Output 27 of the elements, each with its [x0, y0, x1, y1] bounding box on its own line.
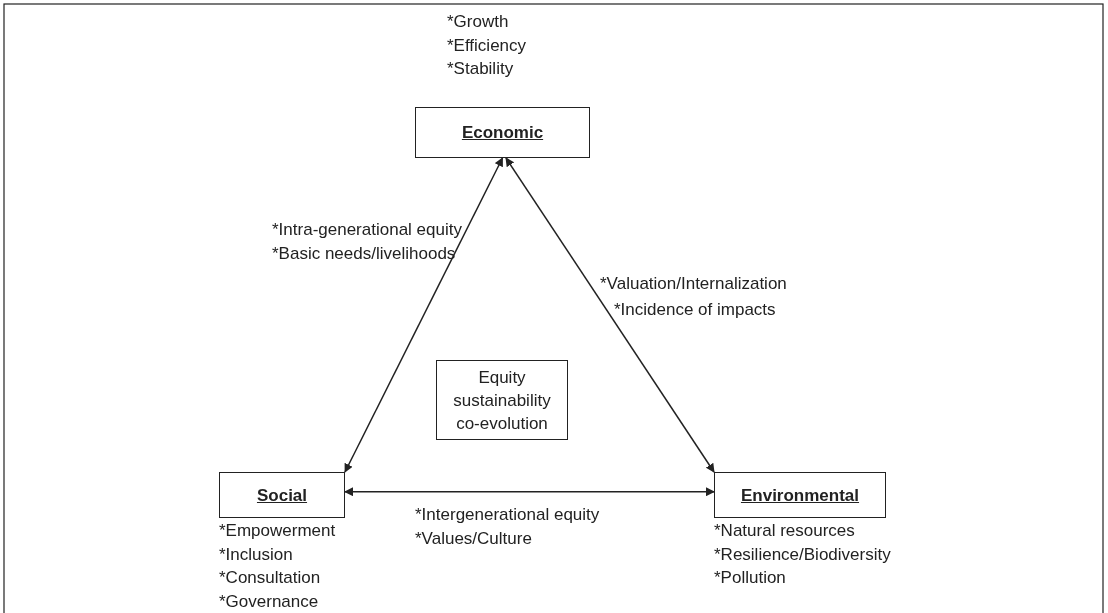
relation-note: *Values/Culture — [415, 528, 532, 550]
double-arrow — [344, 487, 715, 497]
relation-note: *Intra-generational equity — [272, 219, 462, 241]
attribute-item: *Efficiency — [447, 34, 527, 57]
relation-note: *Basic needs/livelihoods — [272, 243, 456, 265]
attribute-item: *Natural resources — [714, 520, 855, 542]
category-title: Economic — [461, 122, 544, 144]
center-text: Equity sustainability co-evolution — [452, 366, 552, 435]
double-arrow — [505, 157, 715, 473]
attribute-item: *Growth — [447, 11, 509, 33]
category-title: Environmental — [740, 484, 860, 507]
category-box — [714, 472, 886, 518]
category-box — [415, 107, 590, 158]
category-title: Social — [256, 484, 308, 507]
attribute-item: *Empowerment — [219, 520, 336, 542]
attribute-item: *Resilience/Biodiversity — [714, 543, 891, 566]
relation-note: *Incidence of impacts — [614, 299, 776, 321]
attribute-item: *Pollution — [714, 567, 786, 589]
attribute-item: *Stability — [447, 58, 514, 80]
category-box — [219, 472, 345, 518]
attribute-item: *Consultation — [219, 567, 321, 589]
relation-note: *Intergenerational equity — [415, 504, 600, 526]
attribute-item: *Inclusion — [219, 543, 293, 566]
center-box — [436, 360, 568, 440]
relation-note: *Valuation/Internalization — [600, 273, 787, 295]
double-arrow — [344, 157, 504, 473]
attribute-item: *Governance — [219, 590, 319, 613]
